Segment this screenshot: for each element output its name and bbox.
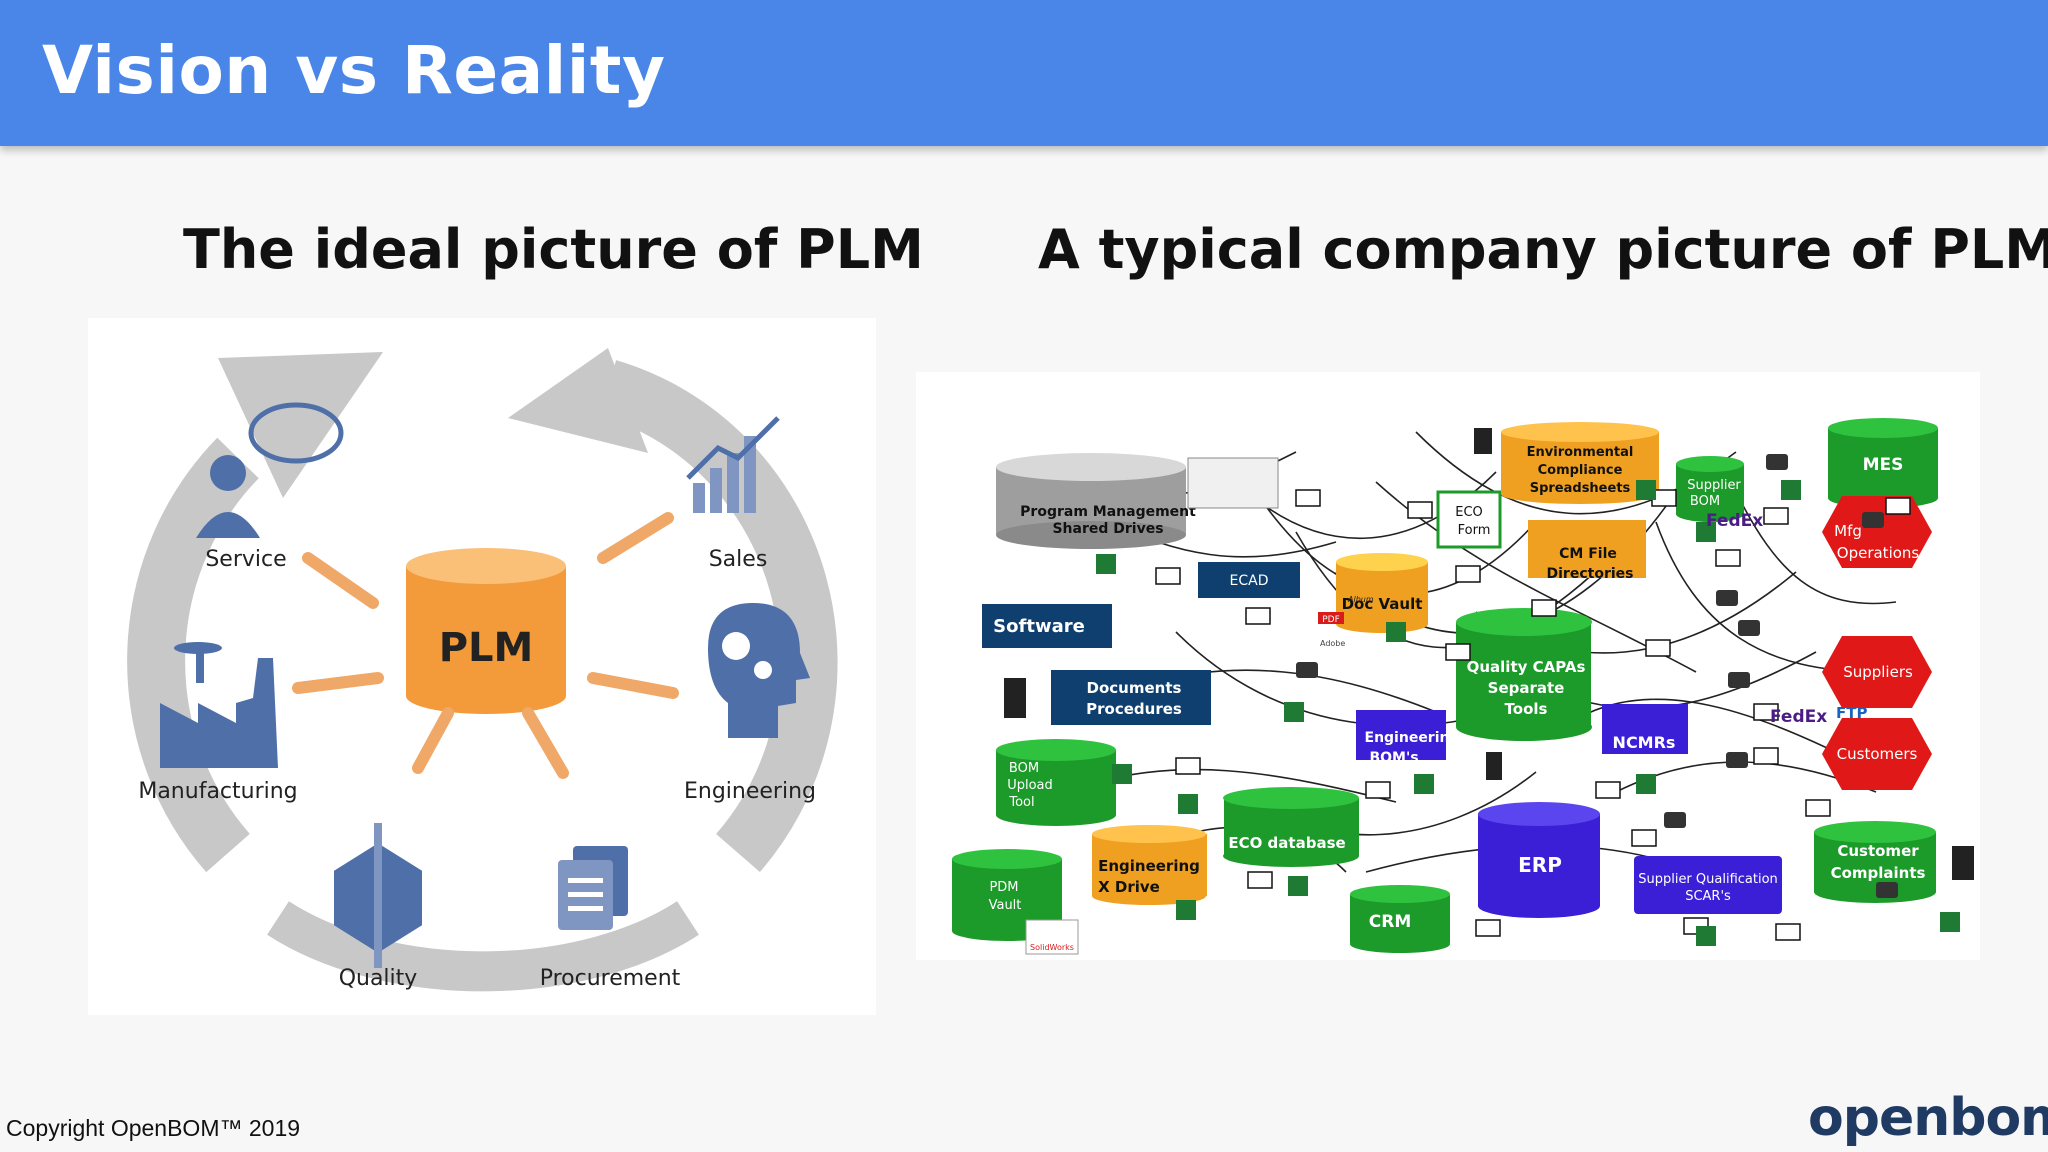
eco-form-label-2: Form — [1458, 523, 1491, 538]
doc-vault-label: Doc Vault — [1342, 595, 1423, 613]
quality-capas-label-1: Quality CAPAs — [1467, 658, 1586, 676]
bom-upload-label-3: Tool — [1008, 795, 1034, 810]
supplier-qualification-label-1: Supplier Qualification — [1638, 872, 1778, 887]
node-label-sales: Sales — [709, 547, 768, 572]
person-speech-icon — [196, 402, 344, 538]
cycle-arrow-bottom — [267, 901, 699, 992]
engineering-boms-label-2: BOM's — [1369, 750, 1418, 766]
cm-file-label-2: Directories — [1547, 566, 1634, 582]
documents-icon — [558, 846, 628, 930]
ecad-label: ECAD — [1230, 573, 1269, 589]
cycle-arrowhead-right — [508, 348, 648, 453]
right-heading: A typical company picture of PLM — [1038, 218, 2048, 281]
ideal-plm-svg: PLM — [127, 348, 838, 992]
connector-arrows — [292, 512, 679, 779]
solidworks-text: SolidWorks — [1030, 943, 1074, 952]
openbom-logo: openbom — [1808, 1088, 2048, 1148]
album-text: Album — [1347, 595, 1374, 604]
mes-label: MES — [1863, 455, 1904, 475]
engineering-xdrive-label-1: Engineering — [1098, 857, 1200, 875]
customer-complaints-label-1: Customer — [1837, 842, 1919, 860]
eco-database-label: ECO database — [1228, 834, 1345, 852]
factory-icon — [160, 642, 278, 768]
pdf-badge-text: PDF — [1322, 615, 1340, 625]
ecad-box — [1198, 562, 1300, 598]
program-management-cylinder — [996, 453, 1186, 549]
environmental-label-1: Environmental — [1527, 445, 1634, 460]
typical-plm-diagram: Program Management Shared Drives ECAD So… — [916, 372, 1980, 960]
pdm-vault-label-2: Vault — [989, 898, 1022, 913]
title-bar: Vision vs Reality — [0, 0, 2048, 146]
procedures-label: Procedures — [1086, 700, 1182, 718]
software-box — [982, 604, 1112, 648]
program-management-label-1: Program Management — [1020, 504, 1196, 520]
left-heading: The ideal picture of PLM — [183, 218, 924, 281]
ncmrs-label: NCMRs — [1613, 733, 1676, 752]
engineering-boms-label-1: Engineering — [1365, 730, 1460, 746]
customer-complaints-label-2: Complaints — [1831, 864, 1926, 882]
cm-file-label-1: CM File — [1559, 546, 1617, 562]
cycle-arrow-right — [599, 360, 838, 872]
supplier-bom-label-2: BOM — [1690, 494, 1720, 509]
ideal-plm-diagram: PLM — [88, 318, 876, 1015]
purple-items — [1356, 704, 1782, 918]
documents-label: Documents — [1087, 679, 1182, 697]
adobe-text: Adobe — [1320, 639, 1345, 648]
engineering-xdrive-label-2: X Drive — [1098, 878, 1160, 896]
phone-icons — [1296, 454, 1898, 898]
orange-items — [1092, 422, 1659, 905]
node-label-engineering: Engineering — [684, 779, 816, 804]
head-gears-icon — [708, 603, 810, 738]
green-cylinders — [952, 418, 1938, 953]
ftp-logo: FTP — [1836, 704, 1867, 722]
crm-label: CRM — [1369, 912, 1411, 932]
program-management-label-2: Shared Drives — [1052, 521, 1163, 537]
mfg-operations-label-2: Operations — [1837, 544, 1920, 562]
slide-title: Vision vs Reality — [42, 32, 666, 109]
server-icons — [1004, 428, 1974, 880]
typical-plm-svg: Program Management Shared Drives ECAD So… — [952, 418, 1974, 955]
customers-label: Customers — [1837, 745, 1918, 763]
environmental-label-3: Spreadsheets — [1530, 481, 1631, 496]
suppliers-label: Suppliers — [1843, 663, 1913, 681]
cycle-arrowhead-left — [218, 352, 383, 498]
mfg-operations-label-1: Mfg — [1834, 522, 1862, 540]
bom-upload-label-2: Upload — [1007, 778, 1053, 793]
node-label-service: Service — [205, 547, 286, 572]
supplier-qualification-label-2: SCAR's — [1685, 889, 1731, 904]
software-label: Software — [993, 616, 1085, 637]
cycle-arrow-left — [127, 437, 259, 873]
cube-icon — [334, 823, 422, 968]
node-label-procurement: Procurement — [540, 966, 681, 991]
plm-cylinder — [406, 548, 566, 714]
solidworks-logo-box — [1025, 919, 1079, 955]
environmental-label-2: Compliance — [1538, 463, 1623, 478]
fedex-logo-2: FedEx — [1770, 707, 1827, 727]
node-label-manufacturing: Manufacturing — [138, 779, 297, 804]
documents-procedures-box — [1051, 670, 1211, 725]
quality-capas-label-3: Tools — [1505, 700, 1548, 718]
node-label-quality: Quality — [339, 966, 418, 991]
eco-form-label-1: ECO — [1455, 505, 1483, 520]
supplier-bom-label-1: Supplier — [1687, 478, 1741, 493]
pdm-vault-label-1: PDM — [989, 880, 1018, 895]
plm-label: PLM — [439, 625, 534, 671]
eco-form-box — [1436, 490, 1502, 549]
bar-chart-up-icon — [686, 416, 780, 513]
quality-capas-label-2: Separate — [1488, 679, 1565, 697]
pdf-badge-icon — [1318, 612, 1344, 624]
screenshot-thumbnail-icon — [1187, 457, 1279, 509]
excel-icons — [1096, 480, 1960, 946]
fedex-logo-1: FedEx — [1706, 511, 1763, 531]
copyright-text: Copyright OpenBOM™ 2019 — [6, 1115, 301, 1141]
bom-upload-label-1: BOM — [1009, 761, 1039, 776]
erp-label: ERP — [1518, 853, 1562, 877]
